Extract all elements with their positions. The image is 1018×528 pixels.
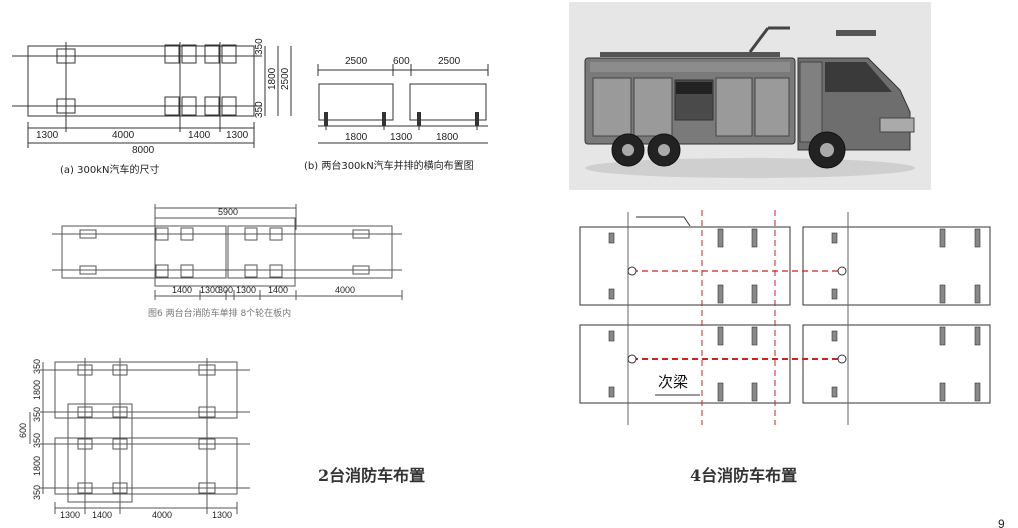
panel-e-four-truck-layout: 次梁 bbox=[579, 210, 991, 425]
panel-a-vdim: 350 bbox=[254, 38, 265, 55]
panel-a-vdim: 1800 bbox=[267, 67, 278, 90]
panel-b-bdim: 1300 bbox=[390, 132, 413, 143]
panel-a-caption: (a) 300kN汽车的尺寸 bbox=[60, 163, 159, 176]
panel-b-truck bbox=[409, 83, 487, 121]
panel-d-ldim: 350 bbox=[32, 485, 42, 500]
heading-two-trucks: 2台消防车布置 bbox=[318, 466, 425, 485]
panel-d-bdim: 1300 bbox=[60, 510, 80, 520]
panel-a-wheels bbox=[56, 44, 237, 116]
panel-a-vdim: 2500 bbox=[280, 67, 291, 90]
panel-c-single-row bbox=[52, 204, 403, 300]
panel-c-bdim: 1300 bbox=[200, 285, 220, 295]
panel-a-bdim: 1300 bbox=[36, 130, 59, 141]
panel-b-tdim: 2500 bbox=[438, 56, 461, 67]
panel-c-bdim: 4000 bbox=[335, 285, 355, 295]
panel-c-bdim: 1400 bbox=[268, 285, 288, 295]
panel-d-slab bbox=[67, 403, 133, 503]
fire-truck-photo bbox=[569, 2, 931, 190]
panel-c-tdim: 5900 bbox=[218, 207, 238, 217]
panel-a-bdim: 1300 bbox=[226, 130, 249, 141]
panel-d-ldim: 350 bbox=[32, 359, 42, 374]
panel-d-ldim: 1800 bbox=[32, 456, 42, 476]
panel-b-tdim: 2500 bbox=[345, 56, 368, 67]
panel-e-truck bbox=[579, 226, 791, 306]
panel-c-truck bbox=[227, 225, 393, 279]
panel-b-bdim: 1800 bbox=[436, 132, 459, 143]
page-number: 9 bbox=[998, 517, 1005, 528]
panel-d-bdim: 4000 bbox=[152, 510, 172, 520]
panel-a-bdim: 4000 bbox=[112, 130, 135, 141]
heading-four-trucks: 4台消防车布置 bbox=[690, 466, 797, 485]
panel-a-bdim: 1400 bbox=[188, 130, 211, 141]
panel-d-bdim: 1400 bbox=[92, 510, 112, 520]
panel-d-ldim: 350 bbox=[32, 433, 42, 448]
panel-d-ldim: 350 bbox=[32, 407, 42, 422]
panel-d-truck-bottom bbox=[54, 437, 238, 495]
panel-b-wheels bbox=[324, 112, 479, 126]
panel-d-gap-dim: 600 bbox=[18, 423, 28, 438]
panel-b-bdim: 1800 bbox=[345, 132, 368, 143]
panel-b-truck bbox=[318, 83, 394, 121]
panel-a-total: 8000 bbox=[132, 145, 155, 156]
panel-a-vdim: 350 bbox=[254, 101, 265, 118]
panel-b-caption: (b) 两台300kN汽车并排的横向布置图 bbox=[304, 159, 474, 172]
panel-a-truck-outline bbox=[27, 45, 255, 117]
panel-c-slab bbox=[154, 217, 296, 287]
panel-c-caption: 图6 两台台消防车单排 8个轮在板内 bbox=[148, 307, 291, 319]
panel-b-tdim: 600 bbox=[393, 56, 410, 67]
panel-d-truck-top bbox=[54, 361, 238, 419]
panel-e-truck bbox=[802, 226, 991, 306]
secondary-beam-label: 次梁 bbox=[658, 373, 688, 391]
panel-a-truck-dimensions bbox=[12, 42, 292, 148]
panel-c-bdim: 1400 bbox=[172, 285, 192, 295]
panel-c-bdim: 300 bbox=[218, 285, 233, 295]
panel-e-truck bbox=[802, 324, 991, 404]
panel-d-ldim: 1800 bbox=[32, 380, 42, 400]
panel-d-two-truck-layout bbox=[29, 358, 250, 514]
panel-c-truck bbox=[61, 225, 227, 279]
panel-e-truck bbox=[579, 324, 791, 404]
panel-d-bdim: 1300 bbox=[212, 510, 232, 520]
panel-c-bdim: 1300 bbox=[236, 285, 256, 295]
